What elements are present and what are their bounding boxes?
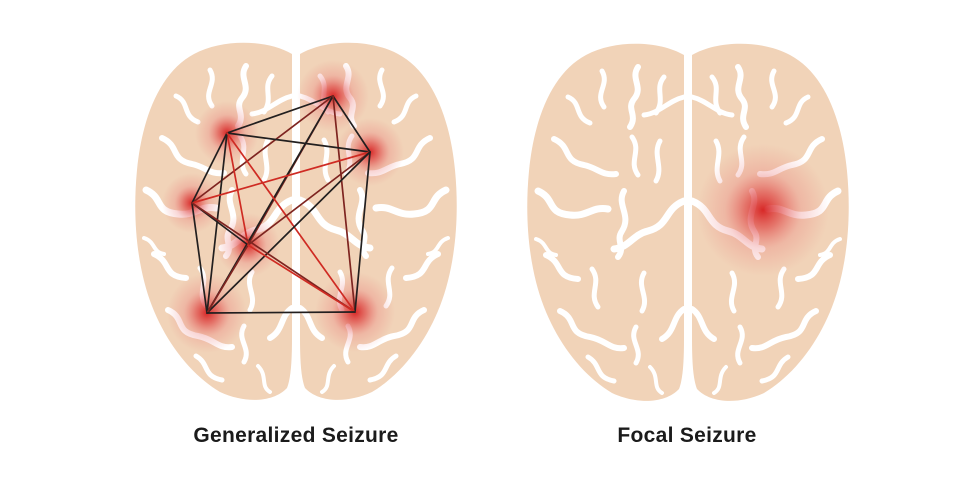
seizure-network xyxy=(191,95,371,314)
focal-label: Focal Seizure xyxy=(617,424,757,447)
focal-hotspot xyxy=(697,144,829,276)
generalized-label: Generalized Seizure xyxy=(193,424,399,447)
